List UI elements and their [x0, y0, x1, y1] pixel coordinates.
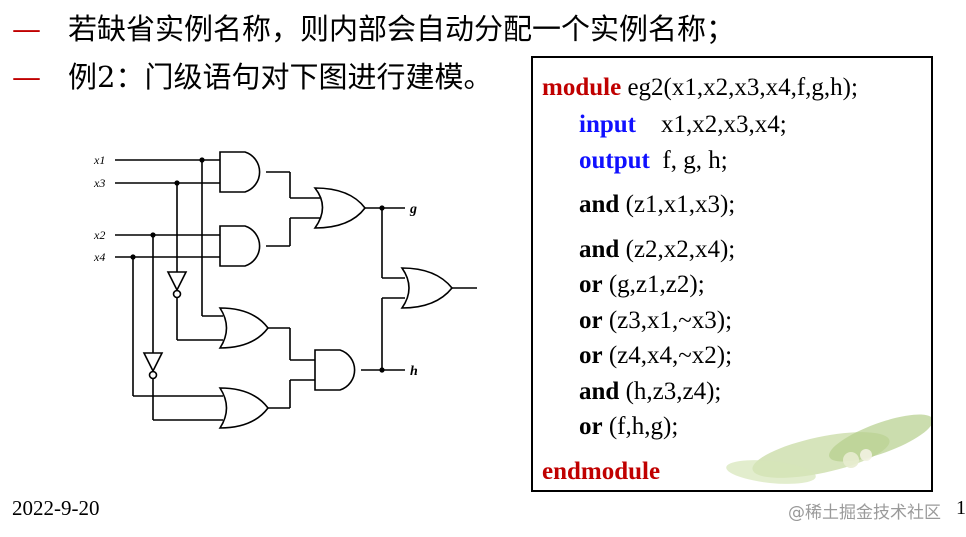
code-line-11: endmodule: [542, 458, 661, 485]
code-line-9: and (h,z3,z4);: [579, 378, 722, 405]
label-x1: x1: [93, 153, 105, 167]
and-gate-z2: [219, 225, 261, 267]
or-gate-z4: [218, 387, 270, 429]
or-gate-f: [400, 267, 454, 309]
bullet-dash: —: [12, 12, 41, 46]
code-line-2: input x1,x2,x3,x4;: [579, 111, 787, 138]
verilog-code-box: module eg2(x1,x2,x3,x4,f,g,h); input x1,…: [531, 56, 933, 492]
leaf-decoration-icon: [726, 414, 931, 484]
or-gate-g: [313, 187, 367, 229]
label-x2: x2: [93, 228, 105, 242]
bullet-2: — 例2：门级语句对下图进行建模。: [12, 54, 492, 96]
code-line-8: or (z4,x4,~x2);: [579, 342, 733, 369]
or-gate-z3: [218, 307, 270, 349]
inverter-x3: [166, 271, 188, 292]
code-line-7: or (z3,x1,~x3);: [579, 307, 733, 334]
code-line-3: output f, g, h;: [579, 147, 728, 174]
code-line-6: or (g,z1,z2);: [579, 271, 705, 298]
and-gate-z1: [219, 151, 261, 193]
logic-circuit-diagram: x1 x3 x2 x4 g h: [93, 151, 477, 429]
label-g: g: [409, 202, 417, 217]
and-gate-h: [314, 349, 356, 391]
bullet-dash: —: [12, 60, 41, 94]
bullet-1: — 若缺省实例名称，则内部会自动分配一个实例名称；: [12, 6, 735, 48]
watermark-text: @稀土掘金技术社区: [788, 503, 941, 523]
label-x4: x4: [93, 250, 105, 264]
code-line-1: module eg2(x1,x2,x3,x4,f,g,h);: [542, 74, 858, 101]
code-line-10: or (f,h,g);: [579, 413, 679, 440]
code-line-4: and (z1,x1,x3);: [579, 191, 736, 218]
code-line-5: and (z2,x2,x4);: [579, 236, 736, 263]
bullet-text: 若缺省实例名称，则内部会自动分配一个实例名称；: [68, 12, 736, 46]
label-x3: x3: [93, 176, 105, 190]
label-h: h: [410, 364, 418, 379]
bullet-text: 例2：门级语句对下图进行建模。: [68, 60, 493, 94]
inverter-x2: [142, 352, 164, 373]
page-number: 1: [956, 497, 966, 519]
footer-date: 2022-9-20: [12, 496, 100, 520]
